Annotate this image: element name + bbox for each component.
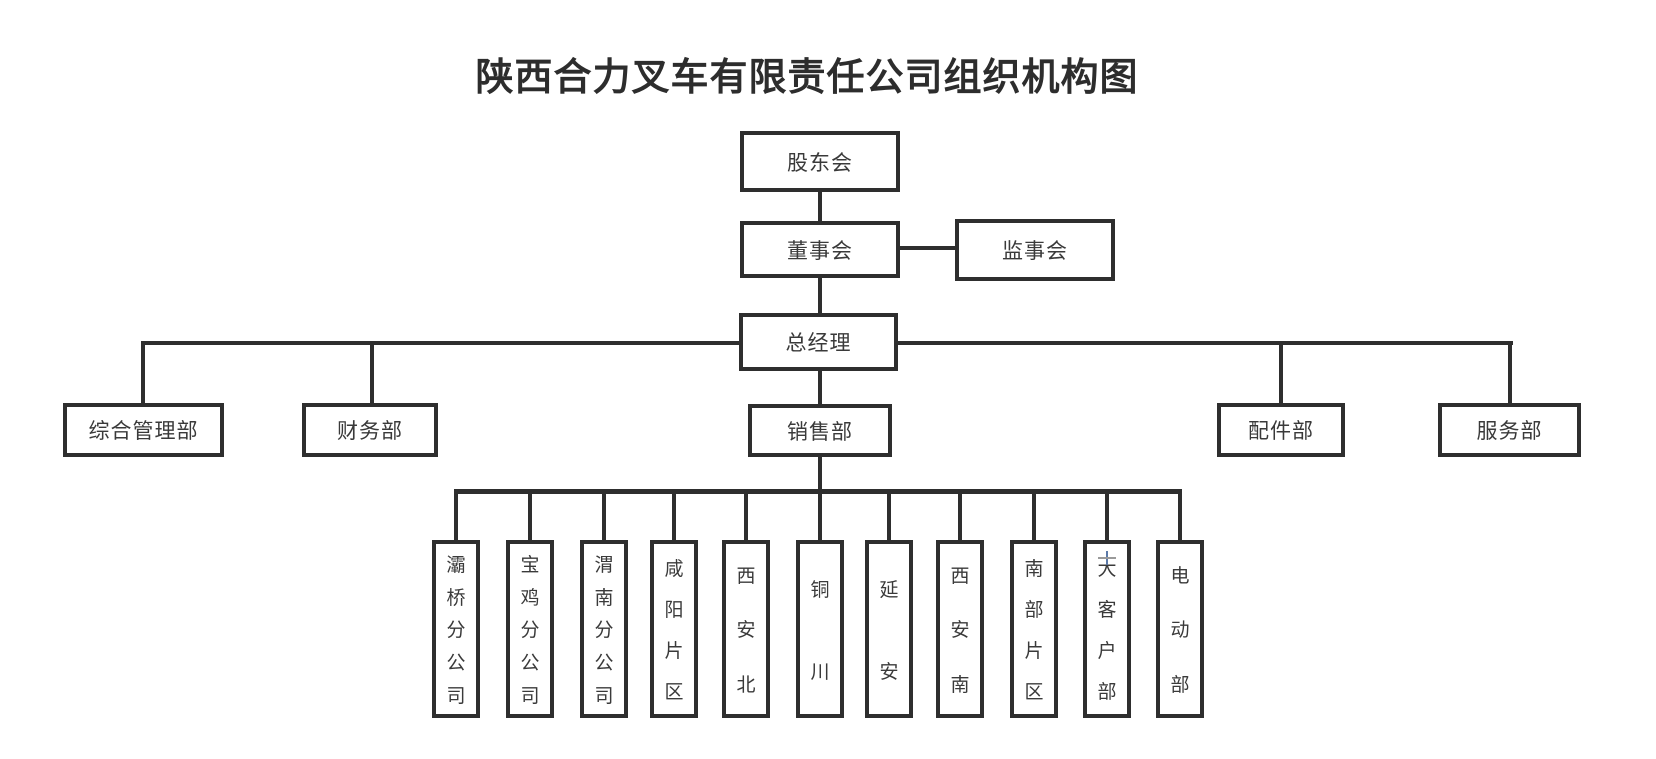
node-unit-xian-north: 西安北 (722, 540, 770, 718)
drop-parts (1279, 341, 1283, 403)
unit-label: 南部片区 (1024, 559, 1044, 703)
node-dept-finance: 财务部 (302, 403, 438, 457)
stub-unit-6 (818, 489, 822, 540)
node-unit-baoji: 宝鸡分公司 (506, 540, 554, 718)
node-dept-service: 服务部 (1438, 403, 1581, 457)
stub-unit-11 (1178, 489, 1182, 540)
text-cursor-icon (1098, 557, 1116, 559)
node-supervisory: 监事会 (955, 219, 1115, 281)
node-general-manager: 总经理 (739, 313, 898, 371)
dept-label: 销售部 (787, 419, 853, 444)
node-supervisory-label: 监事会 (1002, 239, 1068, 263)
unit-label: 灞桥分公司 (446, 554, 466, 708)
unit-label: 咸阳片区 (664, 559, 684, 703)
connector-gm-sales (818, 371, 822, 404)
node-general-manager-label: 总经理 (785, 331, 852, 355)
connector-board-supervisory (900, 246, 955, 250)
stub-unit-9 (1032, 489, 1036, 540)
stub-unit-2 (528, 489, 532, 540)
drop-general-affairs (141, 341, 145, 403)
unit-label: 延安 (879, 579, 899, 683)
connector-shareholders-board (818, 192, 822, 221)
stub-unit-10 (1105, 489, 1109, 540)
dept-label: 服务部 (1476, 419, 1543, 443)
drop-finance (370, 341, 374, 403)
node-board-label: 董事会 (787, 238, 853, 263)
node-shareholders-label: 股东会 (787, 150, 853, 175)
page-title: 陕西合力叉车有限责任公司组织机构图 (475, 57, 1139, 99)
unit-label: 西安南 (950, 565, 970, 697)
node-unit-tongchuan: 铜川 (796, 540, 844, 718)
stub-unit-4 (672, 489, 676, 540)
unit-label: 铜川 (810, 579, 830, 683)
unit-label: 渭南分公司 (594, 554, 614, 708)
node-unit-yanan: 延安 (865, 540, 913, 718)
stub-unit-7 (887, 489, 891, 540)
stub-unit-3 (602, 489, 606, 540)
dept-label: 综合管理部 (88, 419, 199, 443)
node-shareholders: 股东会 (740, 131, 900, 192)
node-dept-parts: 配件部 (1217, 403, 1345, 457)
node-unit-xianyang: 咸阳片区 (650, 540, 698, 718)
node-unit-baqiao: 灞桥分公司 (432, 540, 480, 718)
unit-label: 大客户部 (1097, 559, 1117, 703)
node-unit-south-area: 南部片区 (1010, 540, 1058, 718)
node-dept-general-affairs: 综合管理部 (63, 403, 224, 457)
unit-label: 电动部 (1170, 565, 1190, 697)
stub-unit-5 (744, 489, 748, 540)
node-unit-xian-south: 西安南 (936, 540, 984, 718)
node-board: 董事会 (740, 221, 900, 278)
stub-unit-8 (958, 489, 962, 540)
connector-board-gm (818, 278, 822, 313)
dept-label: 配件部 (1248, 419, 1314, 443)
node-unit-weinan: 渭南分公司 (580, 540, 628, 718)
unit-label: 西安北 (736, 565, 756, 697)
unit-label: 宝鸡分公司 (520, 554, 540, 708)
drop-service (1508, 341, 1512, 403)
node-unit-key-accounts: 大客户部 (1083, 540, 1131, 718)
node-unit-electric: 电动部 (1156, 540, 1204, 718)
node-dept-sales: 销售部 (748, 404, 892, 457)
stub-unit-1 (454, 489, 458, 540)
dept-label: 财务部 (337, 419, 403, 443)
connector-sales-busbar (818, 457, 822, 491)
